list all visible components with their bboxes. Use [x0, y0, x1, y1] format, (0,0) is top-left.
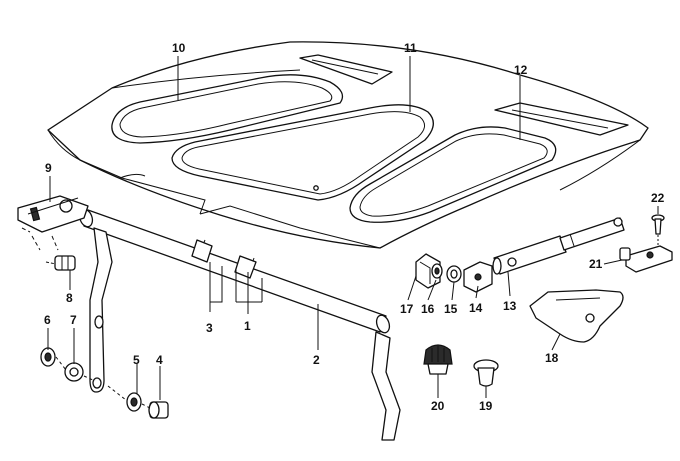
leader-lines [47, 56, 659, 400]
strut-clip [415, 253, 441, 289]
screw-22 [651, 214, 665, 246]
nut-4 [148, 401, 169, 419]
callout-10: 10 [172, 41, 186, 55]
callout-4: 4 [156, 353, 163, 367]
bolt [45, 255, 76, 271]
strut-washer-16 [431, 263, 443, 279]
callout-20: 20 [431, 399, 445, 413]
callout-16: 16 [421, 302, 435, 316]
callout-17: 17 [400, 302, 414, 316]
callout-6: 6 [44, 313, 51, 327]
bar-sleeve-right [234, 255, 257, 279]
callout-19: 19 [479, 399, 493, 413]
callout-2: 2 [313, 353, 320, 367]
callout-8: 8 [66, 291, 73, 305]
washer-5 [126, 392, 142, 412]
bar-sleeve-left [191, 239, 213, 263]
hood-right-vent-slot [494, 102, 629, 136]
callout-5: 5 [133, 353, 140, 367]
rubber-buffer-20 [423, 344, 453, 375]
left-hinge-bracket [17, 195, 89, 251]
callout-9: 9 [45, 161, 52, 175]
insulation-pad-right [349, 126, 557, 223]
callout-12: 12 [514, 63, 528, 77]
callout-13: 13 [503, 299, 517, 313]
strut-pad-14 [463, 261, 493, 293]
washer-7 [64, 362, 84, 382]
insulation-pad-center [171, 104, 434, 201]
callout-7: 7 [70, 313, 77, 327]
latch-plate [529, 289, 624, 343]
callout-15: 15 [444, 302, 458, 316]
insulation-pad-left [111, 74, 344, 144]
rubber-buffer-19 [473, 359, 499, 387]
gas-strut [492, 217, 625, 275]
pad-clip-hole [313, 185, 319, 191]
right-hinge-bracket [619, 245, 673, 273]
hood-top-vent-slot [299, 54, 393, 85]
washer-6 [40, 347, 56, 367]
callout-3: 3 [206, 321, 213, 335]
callout-22: 22 [651, 191, 665, 205]
right-support-arm [371, 331, 401, 441]
left-support-arm [89, 227, 113, 393]
callout-1: 1 [244, 319, 251, 333]
callout-14: 14 [469, 301, 483, 315]
callout-11: 11 [404, 41, 417, 55]
callout-labels: 10 11 12 9 8 6 7 5 4 3 1 2 17 16 15 14 1… [44, 41, 665, 413]
callout-18: 18 [545, 351, 559, 365]
strut-ring-15 [446, 265, 462, 283]
callout-21: 21 [589, 257, 603, 271]
